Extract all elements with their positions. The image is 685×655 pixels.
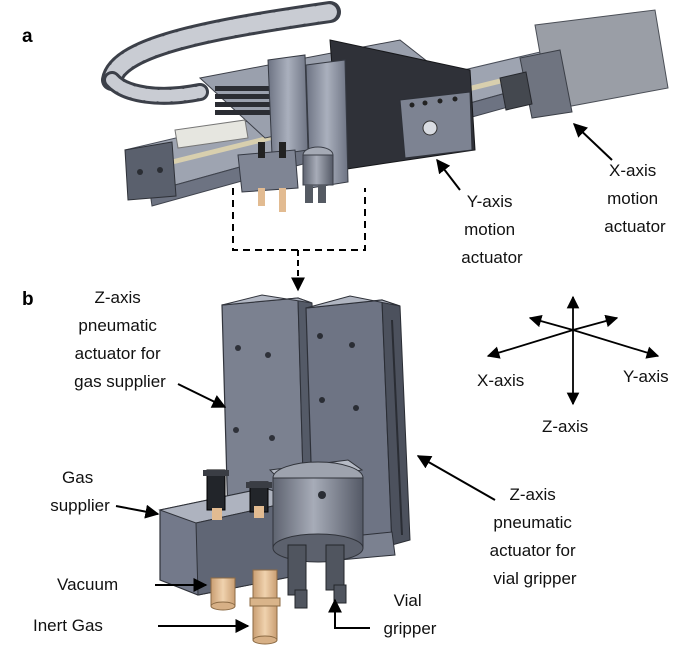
zoomed-assembly	[158, 294, 411, 645]
x-axis-actuator-line-3: actuator	[604, 217, 666, 236]
panel-b-label: b	[22, 289, 34, 310]
vacuum-tube	[210, 577, 236, 607]
z-gas-line-1: Z-axis	[94, 288, 140, 307]
y-axis-actuator-pointer	[436, 158, 461, 191]
x-axis-actuator-label: X-axis motion actuator	[604, 161, 666, 236]
vial-gripper-label: Vial gripper	[384, 591, 437, 638]
z-vial-line-4: vial gripper	[493, 569, 576, 588]
vial-gripper-line-2: gripper	[384, 619, 437, 638]
gas-supplier-label: Gas supplier	[50, 468, 110, 515]
gas-supplier-pointer	[115, 504, 160, 519]
z-vial-actuator-label: Z-axis pneumatic actuator for vial gripp…	[490, 485, 581, 588]
x-axis-actuator-line-1: X-axis	[609, 161, 656, 180]
vial-gripper-line-1: Vial	[394, 591, 422, 610]
z-gas-line-2: pneumatic	[78, 316, 157, 335]
gas-supplier-line-2: supplier	[50, 496, 110, 515]
gas-supplier-line-1: Gas	[62, 468, 93, 487]
rail-end-cap	[124, 141, 177, 201]
cable-chain	[101, 1, 341, 105]
z-vial-line-1: Z-axis	[509, 485, 555, 504]
gantry-assembly	[101, 1, 669, 212]
axes-triad	[486, 295, 660, 406]
x-axis-actuator-pointer	[572, 123, 613, 161]
vacuum-label: Vacuum	[57, 575, 118, 594]
zoom-callout	[232, 188, 366, 292]
x-axis-direction-label: X-axis	[477, 371, 524, 390]
panel-a-label: a	[22, 26, 33, 47]
z-gas-pointer	[177, 383, 227, 408]
z-vial-line-3: actuator for	[490, 541, 576, 560]
y-axis-actuator-line-3: actuator	[461, 248, 523, 267]
z-gas-actuator-label: Z-axis pneumatic actuator for gas suppli…	[74, 288, 166, 391]
y-axis-actuator-line-1: Y-axis	[467, 192, 513, 211]
y-axis-actuator-label: Y-axis motion actuator	[461, 192, 523, 267]
inert-gas-label: Inert Gas	[33, 616, 103, 635]
z-vial-line-2: pneumatic	[493, 513, 572, 532]
z-gas-line-4: gas supplier	[74, 372, 166, 391]
z-vial-pointer	[416, 455, 496, 501]
y-axis-actuator-line-2: motion	[464, 220, 515, 239]
x-axis-actuator-line-2: motion	[607, 189, 658, 208]
z-gas-line-3: actuator for	[75, 344, 161, 363]
z-axis-direction-label: Z-axis	[542, 417, 588, 436]
vial-gripper-pointer	[328, 598, 370, 629]
y-axis-direction-label: Y-axis	[623, 367, 669, 386]
